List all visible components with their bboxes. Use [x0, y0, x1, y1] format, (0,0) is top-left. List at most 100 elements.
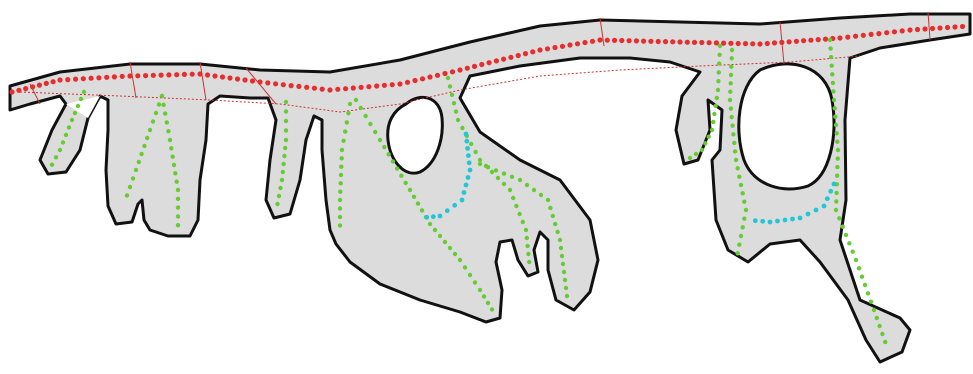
main-line-dot [227, 75, 232, 80]
main-line-dot [699, 40, 704, 45]
branch-dot [284, 100, 288, 104]
branch-dot [338, 223, 342, 227]
branch-dot [729, 65, 733, 69]
connector-dot [467, 160, 472, 165]
main-line-dot [112, 74, 117, 79]
branch-dot [716, 88, 720, 92]
main-line-dot [65, 77, 70, 82]
branch-dot [275, 202, 279, 206]
branch-dot [339, 181, 343, 185]
connector-dot [828, 189, 833, 194]
branch-dot [50, 163, 54, 167]
branch-dot [555, 230, 559, 234]
branch-dot [378, 138, 382, 142]
connector-dot [445, 208, 450, 213]
main-line-dot [30, 84, 35, 89]
main-line-dot [135, 73, 140, 78]
branch-dot [718, 44, 722, 48]
main-line-dot [120, 74, 125, 79]
branch-dot [284, 128, 288, 132]
branch-dot [463, 265, 467, 269]
branch-dot [729, 81, 733, 85]
main-line-dot [612, 38, 617, 43]
branch-dot [563, 278, 567, 282]
main-line-dot [508, 55, 513, 60]
branch-dot [560, 254, 564, 258]
branch-dot [454, 109, 458, 113]
branch-dot [730, 48, 734, 52]
branch-dot [835, 131, 839, 135]
branch-dot [844, 233, 848, 237]
main-line-dot [412, 78, 417, 83]
main-line-dot [44, 81, 49, 86]
branch-dot [490, 170, 494, 174]
branch-dot [729, 73, 733, 77]
branch-dot [713, 104, 717, 108]
branch-dot [716, 79, 720, 83]
branch-dot [354, 98, 358, 102]
branch-dot [526, 252, 530, 256]
branch-dot [284, 109, 288, 113]
branch-dot [450, 93, 454, 97]
main-line-dot [853, 34, 858, 39]
main-line-dot [242, 77, 247, 82]
main-line-dot [465, 66, 470, 71]
main-line-dot [442, 71, 447, 76]
branch-dot [710, 128, 714, 132]
main-line-dot [757, 41, 762, 46]
main-line-dot [366, 84, 371, 89]
main-line-dot [560, 44, 565, 49]
branch-dot [343, 129, 347, 133]
branch-dot [280, 178, 284, 182]
main-line-dot [619, 38, 624, 43]
branch-dot [278, 186, 282, 190]
main-line-dot [335, 87, 340, 92]
connector-dot [464, 183, 469, 188]
branch-dot [161, 103, 165, 107]
branch-dot [880, 332, 884, 336]
branch-dot [836, 156, 840, 160]
branch-dot [869, 300, 873, 304]
branch-dot [737, 243, 741, 247]
branch-dot [731, 132, 735, 136]
branch-dot [340, 148, 344, 152]
branch-dot [359, 106, 363, 110]
main-line-dot [530, 49, 535, 54]
main-line-dot [634, 38, 639, 43]
branch-dot [165, 120, 169, 124]
branch-dot [829, 55, 833, 59]
branch-dot [176, 214, 180, 218]
connector-dot [832, 182, 837, 187]
main-line-dot [663, 39, 668, 44]
branch-dot [382, 145, 386, 149]
branch-dot [741, 225, 745, 229]
branch-dot [176, 223, 180, 227]
branch-dot [408, 188, 412, 192]
main-line-dot [823, 37, 828, 42]
branch-dot [518, 178, 522, 182]
branch-dot [525, 183, 529, 187]
main-line-dot [922, 26, 927, 31]
main-line-dot [359, 85, 364, 90]
branch-dot [734, 158, 738, 162]
main-line-dot [487, 60, 492, 65]
branch-dot [281, 162, 285, 166]
branch-dot [831, 89, 835, 93]
branch-dot [79, 97, 83, 101]
branch-dot [739, 183, 743, 187]
connector-dot [462, 190, 467, 195]
branch-dot [833, 115, 837, 119]
branch-dot [510, 175, 514, 179]
branch-dot [176, 197, 180, 201]
branch-dot [148, 128, 152, 132]
branch-dot [854, 258, 858, 262]
branch-dot [61, 140, 65, 144]
branch-dot [717, 53, 721, 57]
main-line-dot [37, 83, 42, 88]
branch-dot [833, 106, 837, 110]
main-line-dot [590, 39, 595, 44]
main-line-dot [930, 26, 935, 31]
branch-dot [730, 124, 734, 128]
branch-dot [707, 135, 711, 139]
